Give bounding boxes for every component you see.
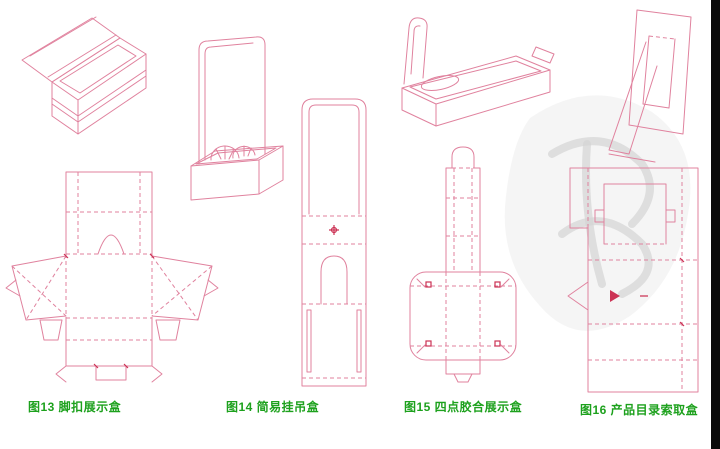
fig16-dieline	[552, 162, 712, 399]
fig14-assembled-view	[183, 34, 295, 226]
fig14-registration-mark	[329, 225, 339, 235]
fig13-caption: 图13 脚扣展示盒	[28, 400, 122, 414]
fig15-die-bottom-tab	[445, 359, 481, 383]
fig14-caption: 图14 简易挂吊盒	[226, 400, 320, 414]
fig14-handle-cut	[320, 255, 348, 305]
scan-edge-bar	[711, 0, 720, 449]
fig15-die-wrap-panel	[409, 271, 517, 361]
fig16-die-registration-marks	[610, 257, 685, 327]
fig15-assembled-view	[382, 10, 558, 142]
fig14-dieline	[296, 94, 372, 388]
fig13-die-registration-marks	[63, 253, 155, 369]
fig14-backer-card	[198, 36, 266, 165]
fig13-dieline	[4, 168, 220, 394]
fig15-caption: 图15 四点胶合展示盒	[404, 400, 523, 414]
fig16-easel-card	[628, 9, 692, 135]
fig16-caption: 图16 产品目录索取盒	[580, 403, 699, 417]
fig13-assembled-view	[8, 6, 158, 166]
fig14-right-slot	[356, 309, 362, 373]
fig16-die-easel-cut	[594, 183, 676, 245]
fig15-tray	[401, 46, 555, 127]
fig14-left-slot	[306, 309, 312, 373]
fig13-lid	[21, 16, 121, 83]
fig13-die-wings	[5, 254, 219, 321]
fig15-glue-point-marks	[425, 281, 501, 347]
fig13-tray	[51, 37, 147, 135]
fig14-fan-contents	[210, 145, 256, 161]
fig16-die-outline	[569, 167, 699, 393]
fig16-easel-leg	[608, 41, 658, 163]
fig13-die-top-panel	[65, 171, 153, 255]
fig15-dieline	[402, 142, 524, 384]
fig15-die-top-strip	[445, 146, 481, 273]
fig16-die-left-notch	[567, 281, 589, 311]
fig16-assembled-view	[597, 4, 711, 178]
fig15-lid	[403, 17, 428, 85]
fig13-die-lower-column	[39, 317, 181, 383]
